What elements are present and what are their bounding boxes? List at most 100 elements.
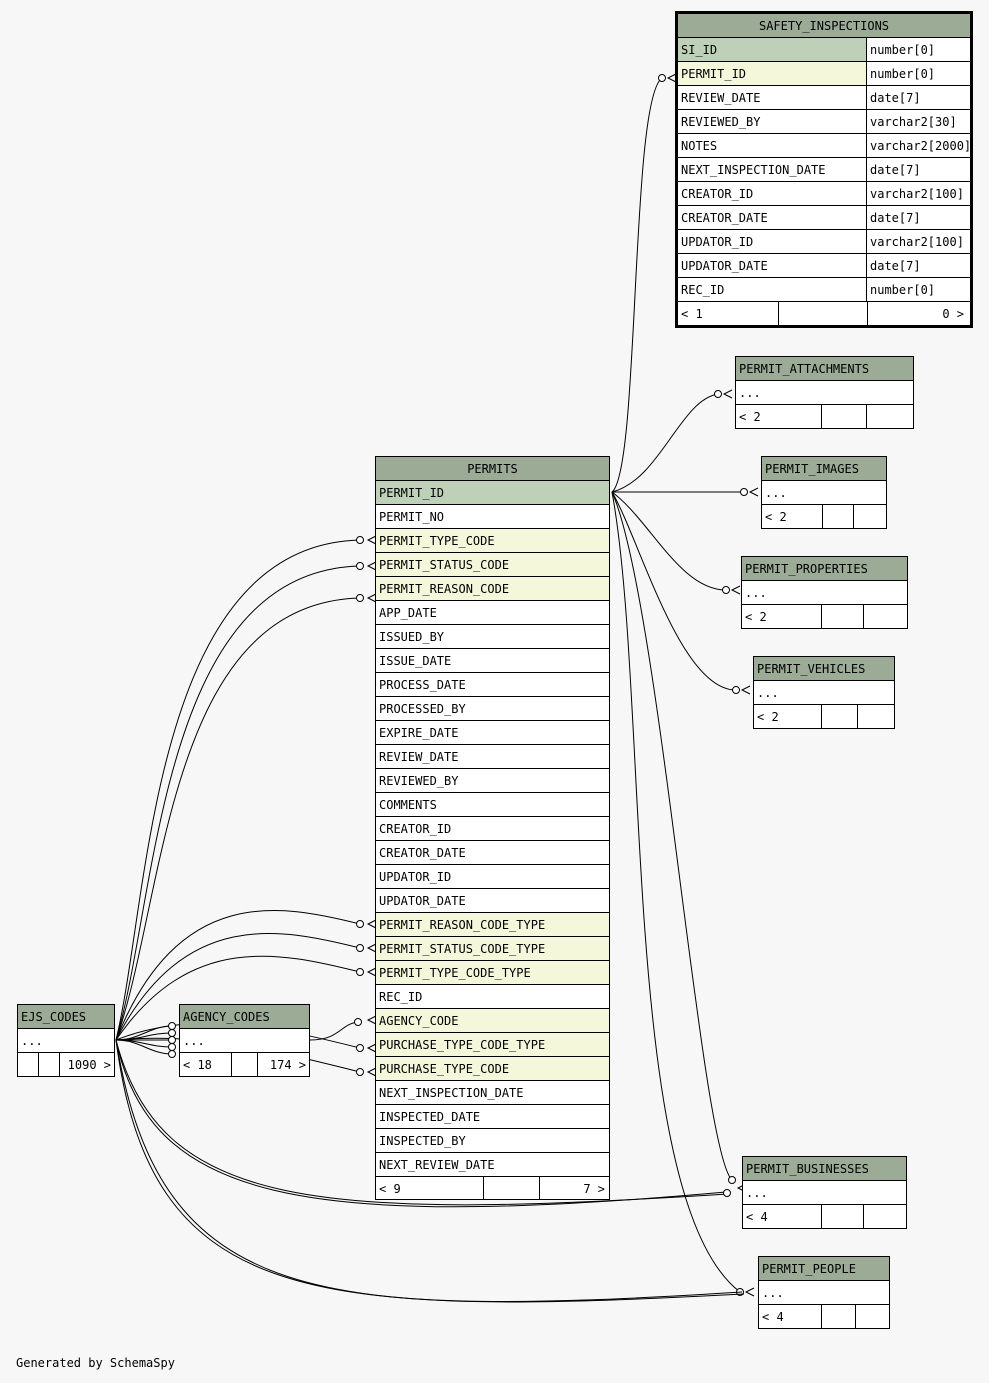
edge-permit-reason-code-type (115, 910, 361, 1041)
column-name: REVIEW_DATE (376, 745, 609, 769)
column-name: CREATOR_ID (376, 817, 609, 841)
table-permit-attachments[interactable]: PERMIT_ATTACHMENTS ... < 2 (735, 356, 914, 429)
table-header: PERMIT_ATTACHMENTS (736, 357, 913, 381)
edge-permit-reason-code (115, 597, 361, 1041)
column-name: NEXT_INSPECTION_DATE (678, 158, 867, 182)
parent-count: < 4 (746, 1210, 768, 1224)
column-name: PERMIT_REASON_CODE (376, 577, 609, 601)
footer-divider (821, 405, 822, 428)
parent-count: < 2 (765, 510, 787, 524)
column-type: varchar2[100] (867, 230, 970, 254)
column-name: ISSUED_BY (376, 625, 609, 649)
table-footer: 1090 > (18, 1053, 114, 1076)
column-name: CREATOR_DATE (678, 206, 867, 230)
edge-permit-status-code (115, 565, 361, 1041)
edge-permit-type-code-type-optional-marker (356, 968, 364, 976)
edge-permit-status-code-type (115, 932, 361, 1041)
edge-permit-images-crowfoot (748, 487, 759, 497)
table-footer: < 2 (742, 605, 907, 628)
table-header: PERMIT_BUSINESSES (743, 1157, 906, 1181)
parent-count: < 2 (745, 610, 767, 624)
column-name: APP_DATE (376, 601, 609, 625)
footer-divider (853, 505, 854, 528)
edge-ejs-to-agency-2-optional-marker (168, 1036, 176, 1044)
column-name: UPDATOR_ID (376, 865, 609, 889)
column-name: CREATOR_DATE (376, 841, 609, 865)
column-type: number[0] (867, 38, 970, 62)
table-footer: < 9 7 > (376, 1177, 609, 1200)
column-name: COMMENTS (376, 793, 609, 817)
column-name: REC_ID (678, 278, 867, 302)
collapsed-columns: ... (736, 381, 913, 405)
footer-divider (821, 605, 822, 628)
column-name: UPDATOR_DATE (376, 889, 609, 913)
edge-permit-businesses-optional-marker (728, 1176, 736, 1184)
column-name: REC_ID (376, 985, 609, 1009)
collapsed-columns: ... (762, 481, 886, 505)
edge-safety-inspections-crowfoot (666, 73, 677, 83)
column-type: number[0] (867, 278, 970, 302)
table-ejs-codes[interactable]: EJS_CODES ... 1090 > (17, 1004, 115, 1077)
child-count: 7 > (583, 1182, 605, 1196)
edge-agency-code-optional-marker (354, 1018, 362, 1026)
column-name: INSPECTED_DATE (376, 1105, 609, 1129)
edge-permit-vehicles-crowfoot (740, 685, 751, 695)
table-permit-images[interactable]: PERMIT_IMAGES ... < 2 (761, 456, 887, 529)
column-type: date[7] (867, 254, 970, 278)
table-footer: < 1 0 > (678, 302, 970, 325)
edge-permit-status-code-optional-marker (356, 562, 364, 570)
column-name: PERMIT_ID (376, 481, 609, 505)
table-footer: < 4 (743, 1205, 906, 1228)
edge-permit-attachments (611, 393, 719, 493)
table-header: AGENCY_CODES (180, 1005, 309, 1029)
edge-ejs-to-agency-4 (115, 1039, 173, 1055)
footer-divider (821, 1305, 822, 1328)
edge-purchase-type-code-type-optional-marker (356, 1044, 364, 1052)
edge-permit-reason-code-optional-marker (356, 594, 364, 602)
edge-permit-type-code-optional-marker (356, 536, 364, 544)
collapsed-columns: ... (754, 681, 894, 705)
edge-permit-properties (611, 491, 727, 591)
column-type: varchar2[100] (867, 182, 970, 206)
column-name: SI_ID (678, 38, 867, 62)
footer-divider (821, 705, 822, 728)
footer-divider (257, 1053, 258, 1076)
column-name: PERMIT_ID (678, 62, 867, 86)
column-name: REVIEWED_BY (376, 769, 609, 793)
table-permit-vehicles[interactable]: PERMIT_VEHICLES ... < 2 (753, 656, 895, 729)
column-name: REVIEWED_BY (678, 110, 867, 134)
column-name: PERMIT_STATUS_CODE_TYPE (376, 937, 609, 961)
column-type: date[7] (867, 158, 970, 182)
column-name: PURCHASE_TYPE_CODE (376, 1057, 609, 1081)
edge-permit-properties-crowfoot (730, 585, 741, 595)
parent-count: < 18 (183, 1058, 212, 1072)
column-name: PERMIT_REASON_CODE_TYPE (376, 913, 609, 937)
table-footer: < 2 (736, 405, 913, 428)
edge-safety-inspections-optional-marker (658, 74, 666, 82)
table-agency-codes[interactable]: AGENCY_CODES ... < 18 174 > (179, 1004, 310, 1077)
edge-permit-status-code-type-optional-marker (356, 944, 364, 952)
footer-divider (822, 505, 823, 528)
edge-ejs-to-permit-businesses-optional-marker (723, 1189, 731, 1197)
column-name: PERMIT_NO (376, 505, 609, 529)
edge-ejs-to-permit-people-2 (115, 1039, 745, 1303)
parent-count: < 2 (757, 710, 779, 724)
table-permit-properties[interactable]: PERMIT_PROPERTIES ... < 2 (741, 556, 908, 629)
edge-ejs-to-agency-1-optional-marker (168, 1029, 176, 1037)
edge-safety-inspections (611, 77, 663, 493)
table-header: PERMIT_IMAGES (762, 457, 886, 481)
table-permit-businesses[interactable]: PERMIT_BUSINESSES ... < 4 (742, 1156, 907, 1229)
footer-divider (863, 605, 864, 628)
table-permit-people[interactable]: PERMIT_PEOPLE ... < 4 (758, 1256, 890, 1329)
column-name: NEXT_REVIEW_DATE (376, 1153, 609, 1177)
edge-ejs-to-agency-0-optional-marker (168, 1022, 176, 1030)
edge-permit-properties-optional-marker (722, 586, 730, 594)
edge-purchase-type-code-optional-marker (356, 1068, 364, 1076)
column-type: varchar2[2000] (867, 134, 970, 158)
child-count: 0 > (942, 307, 964, 321)
child-count: 1090 > (67, 1058, 111, 1072)
column-type: number[0] (867, 62, 970, 86)
